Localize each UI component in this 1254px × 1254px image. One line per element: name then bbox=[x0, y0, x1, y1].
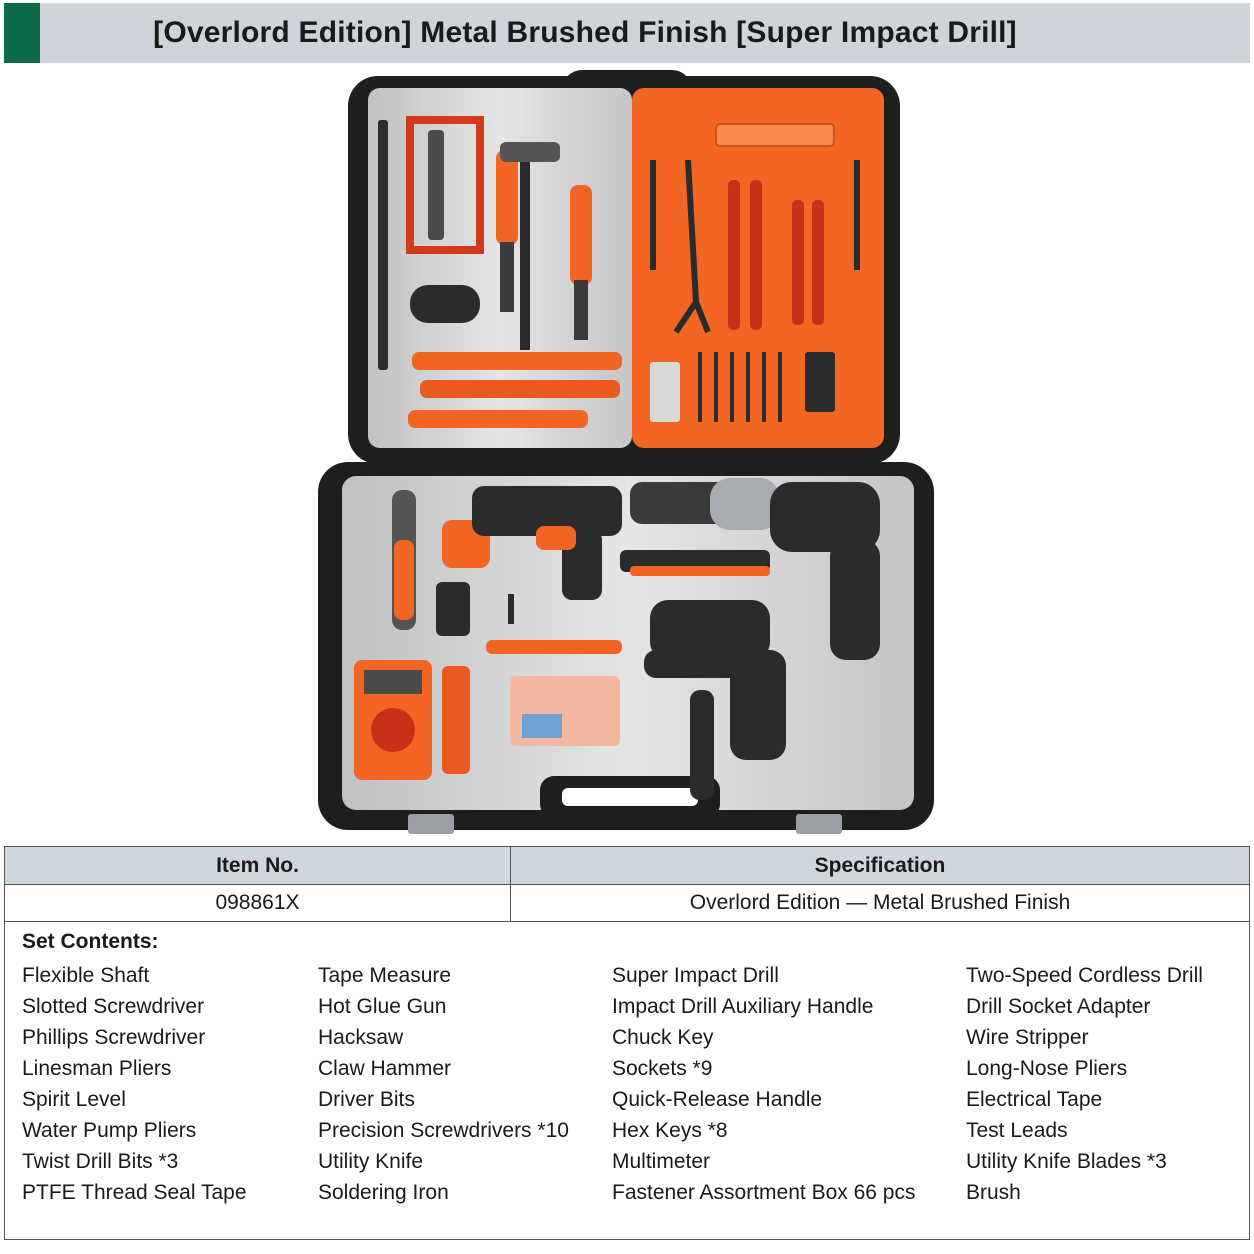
list-item: Slotted Screwdriver bbox=[22, 995, 205, 1018]
table-row: 098861X Overlord Edition — Metal Brushed… bbox=[5, 885, 1249, 922]
header-specification: Specification bbox=[814, 853, 946, 877]
list-item: Claw Hammer bbox=[318, 1057, 452, 1080]
list-item: Utility Knife bbox=[318, 1150, 424, 1173]
list-item: Impact Drill Auxiliary Handle bbox=[612, 995, 874, 1018]
contents-column-4: Two-Speed Cordless Drill Drill Socket Ad… bbox=[966, 960, 1203, 1208]
list-item: Sockets *9 bbox=[612, 1057, 713, 1080]
list-item: Spirit Level bbox=[22, 1088, 126, 1111]
toolbox-kit-photo-icon bbox=[318, 70, 934, 834]
list-item: Hex Keys *8 bbox=[612, 1119, 728, 1142]
list-item: PTFE Thread Seal Tape bbox=[22, 1181, 247, 1204]
list-item: Soldering Iron bbox=[318, 1181, 449, 1204]
list-item: Electrical Tape bbox=[966, 1088, 1103, 1111]
list-item: Test Leads bbox=[966, 1119, 1068, 1142]
list-item: Tape Measure bbox=[318, 964, 452, 987]
list-item: Precision Screwdrivers *10 bbox=[318, 1119, 569, 1142]
list-item: Long-Nose Pliers bbox=[966, 1057, 1128, 1080]
list-item: Chuck Key bbox=[612, 1026, 714, 1049]
page-title: [Overlord Edition] Metal Brushed Finish … bbox=[153, 16, 1017, 49]
list-item: Utility Knife Blades *3 bbox=[966, 1150, 1167, 1173]
list-item: Quick-Release Handle bbox=[612, 1088, 823, 1111]
specification-value: Overlord Edition — Metal Brushed Finish bbox=[689, 891, 1071, 914]
list-item: Drill Socket Adapter bbox=[966, 995, 1151, 1018]
page-header: [Overlord Edition] Metal Brushed Finish … bbox=[4, 3, 1250, 63]
contents-column-1: Flexible Shaft Slotted Screwdriver Phill… bbox=[22, 960, 247, 1208]
table-header-row: Item No. Specification bbox=[5, 847, 1249, 885]
list-item: Multimeter bbox=[612, 1150, 711, 1173]
list-item: Fastener Assortment Box 66 pcs bbox=[612, 1181, 916, 1204]
list-item: Brush bbox=[966, 1181, 1021, 1204]
set-contents-label: Set Contents: bbox=[22, 930, 159, 953]
header-item-no: Item No. bbox=[5, 847, 511, 884]
header-accent-bar bbox=[4, 3, 40, 63]
item-number-value: 098861X bbox=[5, 885, 511, 921]
list-item: Linesman Pliers bbox=[22, 1057, 172, 1080]
contents-column-3: Super Impact Drill Impact Drill Auxiliar… bbox=[612, 960, 915, 1208]
list-item: Two-Speed Cordless Drill bbox=[966, 964, 1203, 987]
list-item: Super Impact Drill bbox=[612, 964, 779, 987]
set-contents: Set Contents: Flexible Shaft Slotted Scr… bbox=[5, 922, 1249, 1240]
list-item: Water Pump Pliers bbox=[22, 1119, 197, 1142]
list-item: Hacksaw bbox=[318, 1026, 404, 1049]
list-item: Twist Drill Bits *3 bbox=[22, 1150, 179, 1173]
list-item: Hot Glue Gun bbox=[318, 995, 447, 1018]
list-item: Phillips Screwdriver bbox=[22, 1026, 206, 1049]
list-item: Driver Bits bbox=[318, 1088, 415, 1111]
specification-table: Item No. Specification 098861X Overlord … bbox=[4, 846, 1250, 1240]
list-item: Flexible Shaft bbox=[22, 964, 150, 987]
contents-column-2: Tape Measure Hot Glue Gun Hacksaw Claw H… bbox=[318, 960, 569, 1208]
list-item: Wire Stripper bbox=[966, 1026, 1089, 1049]
